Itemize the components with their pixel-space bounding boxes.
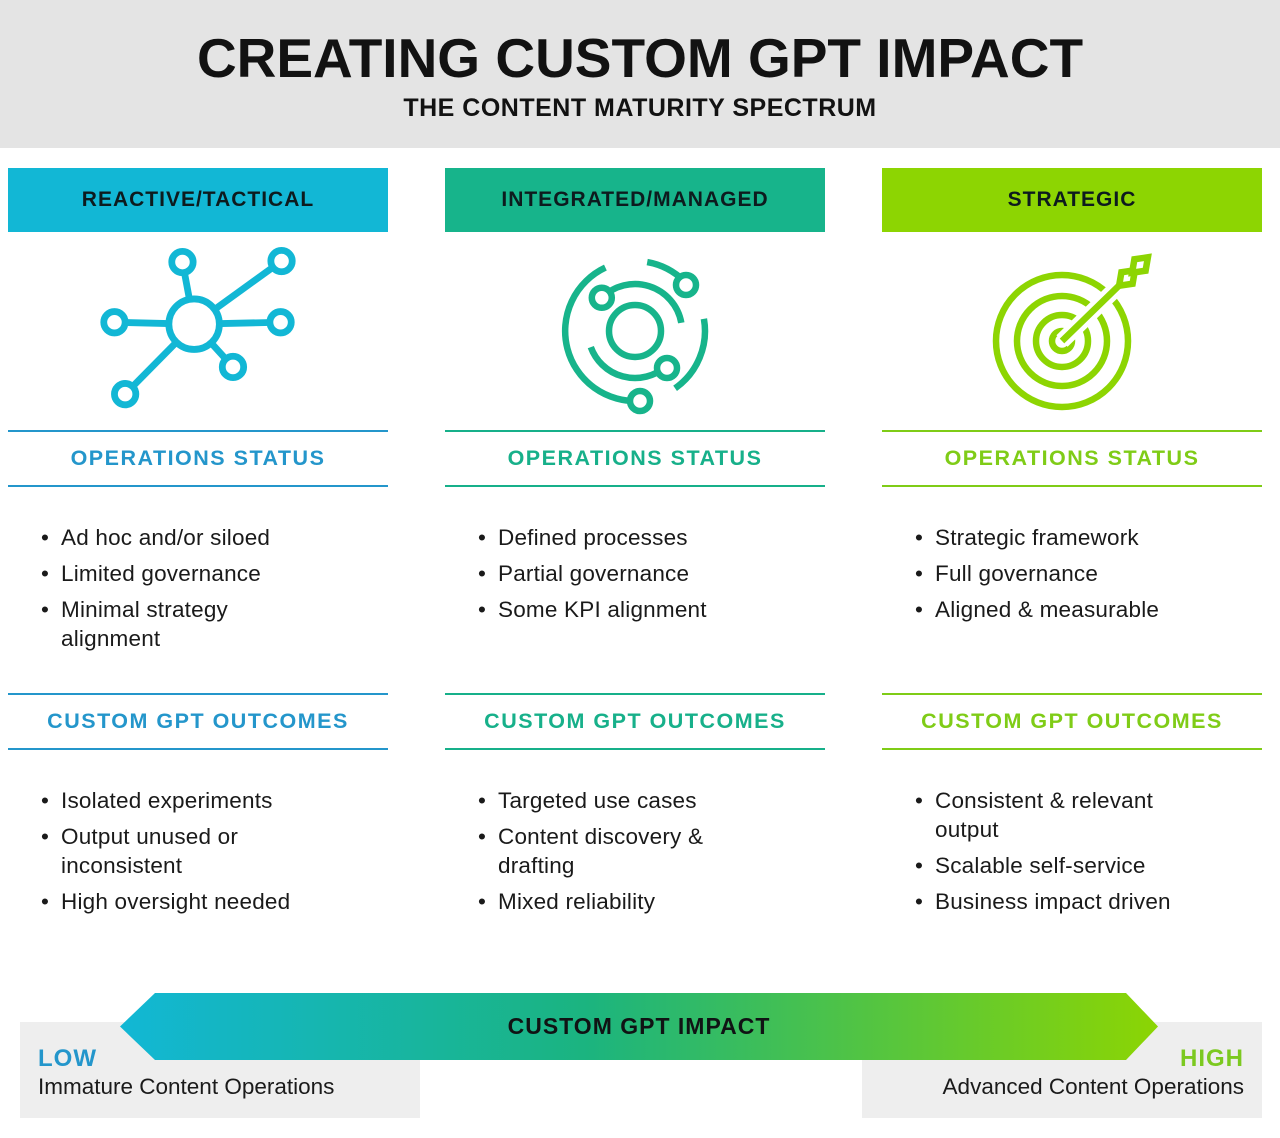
- impact-arrow-label: CUSTOM GPT IMPACT: [507, 1013, 771, 1039]
- list-item: Isolated experiments: [40, 786, 382, 815]
- gpt-outcomes-list: Isolated experiments Output unused or in…: [8, 750, 388, 916]
- list-item: Strategic framework: [914, 523, 1256, 552]
- target-arrow-icon: [882, 232, 1262, 430]
- page-title: CREATING CUSTOM GPT IMPACT: [196, 27, 1084, 89]
- section-heading-gpt-outcomes: CUSTOM GPT OUTCOMES: [445, 693, 825, 750]
- list-item: Some KPI alignment: [477, 595, 819, 624]
- operations-status-list: Defined processes Partial governance Som…: [445, 487, 825, 693]
- high-caption: Advanced Content Operations: [942, 1074, 1244, 1100]
- list-item: High oversight needed: [40, 887, 382, 916]
- gpt-outcomes-list: Targeted use cases Content discovery & d…: [445, 750, 825, 916]
- column-header-label: STRATEGIC: [1007, 188, 1137, 211]
- column-header-bar: REACTIVE/TACTICAL: [8, 168, 388, 232]
- low-caption: Immature Content Operations: [38, 1074, 335, 1100]
- list-item: Minimal strategy alignment: [40, 595, 382, 653]
- network-hub-icon: [8, 232, 388, 430]
- column-reactive-tactical: REACTIVE/TACTICAL: [8, 168, 388, 923]
- column-header-label: REACTIVE/TACTICAL: [81, 188, 315, 211]
- operations-status-list: Strategic framework Full governance Alig…: [882, 487, 1262, 693]
- section-heading-operations-status: OPERATIONS STATUS: [445, 430, 825, 487]
- high-label: HIGH: [1180, 1045, 1244, 1072]
- section-heading-gpt-outcomes: CUSTOM GPT OUTCOMES: [882, 693, 1262, 750]
- section-heading-gpt-outcomes: CUSTOM GPT OUTCOMES: [8, 693, 388, 750]
- column-header-bar: INTEGRATED/MANAGED: [445, 168, 825, 232]
- list-item: Business impact driven: [914, 887, 1256, 916]
- list-item: Content discovery & drafting: [477, 822, 819, 880]
- section-heading-operations-status: OPERATIONS STATUS: [8, 430, 388, 487]
- column-integrated-managed: INTEGRATED/MANAGED OPERATIONS STATUS: [445, 168, 825, 923]
- list-item: Ad hoc and/or siloed: [40, 523, 382, 552]
- operations-status-list: Ad hoc and/or siloed Limited governance …: [8, 487, 388, 693]
- maturity-columns: REACTIVE/TACTICAL: [0, 148, 1280, 923]
- list-item: Consistent & relevant output: [914, 786, 1256, 844]
- section-heading-operations-status: OPERATIONS STATUS: [882, 430, 1262, 487]
- list-item: Mixed reliability: [477, 887, 819, 916]
- column-header-label: INTEGRATED/MANAGED: [501, 188, 769, 211]
- list-item: Scalable self-service: [914, 851, 1256, 880]
- impact-arrow: CUSTOM GPT IMPACT: [120, 993, 1158, 1060]
- page-subtitle: THE CONTENT MATURITY SPECTRUM: [403, 94, 877, 122]
- low-label: LOW: [38, 1045, 97, 1072]
- list-item: Targeted use cases: [477, 786, 819, 815]
- list-item: Defined processes: [477, 523, 819, 552]
- page-header: CREATING CUSTOM GPT IMPACT THE CONTENT M…: [0, 0, 1280, 148]
- column-header-bar: STRATEGIC: [882, 168, 1262, 232]
- column-strategic: STRATEGIC OPERATIONS STATUS Strate: [882, 168, 1262, 923]
- list-item: Partial governance: [477, 559, 819, 588]
- list-item: Aligned & measurable: [914, 595, 1256, 624]
- list-item: Full governance: [914, 559, 1256, 588]
- orbit-process-icon: [445, 232, 825, 430]
- gpt-outcomes-list: Consistent & relevant output Scalable se…: [882, 750, 1262, 916]
- list-item: Limited governance: [40, 559, 382, 588]
- list-item: Output unused or inconsistent: [40, 822, 382, 880]
